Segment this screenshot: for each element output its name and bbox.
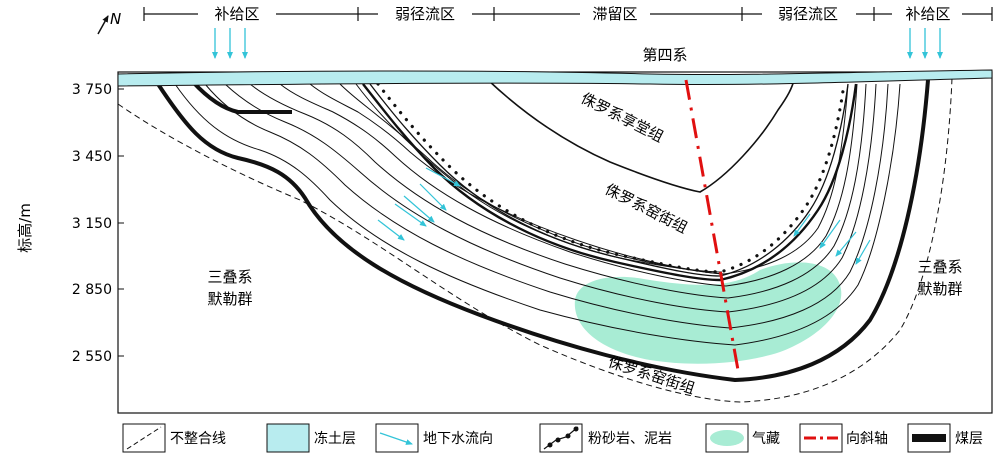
north-arrow: N (97, 10, 121, 35)
legend: 不整合线 冻土层 地下水流向 粉砂岩、泥岩 气藏 向斜轴 煤层 (122, 423, 983, 453)
triassic-right-label-2: 默勒群 (917, 280, 962, 298)
y-axis: 3 750 3 450 3 150 2 850 2 550 标高/m (16, 82, 124, 365)
zone-label-recharge-left: 补给区 (214, 5, 259, 23)
legend-unconformity-label: 不整合线 (170, 431, 226, 447)
triassic-left-label-1: 三叠系 (207, 268, 252, 286)
y-tick-label: 3 750 (72, 82, 112, 98)
strata-lines (174, 83, 901, 346)
gas-reservoir (574, 262, 842, 364)
plot-frame (117, 71, 993, 414)
zone-bar: 补给区 弱径流区 滞留区 弱径流区 补给区 (143, 5, 993, 25)
legend-syncline-label: 向斜轴 (846, 431, 888, 447)
y-tick-label: 2 850 (72, 282, 112, 298)
north-label: N (110, 10, 121, 28)
triassic-left-label-2: 默勒群 (207, 290, 252, 308)
triassic-right-label-1: 三叠系 (917, 258, 962, 276)
coal-seam-outer (156, 79, 930, 383)
zone-label-recharge-right: 补给区 (905, 5, 950, 23)
zone-label-weak-runoff-right: 弱径流区 (778, 5, 838, 23)
legend-flow-label: 地下水流向 (423, 431, 493, 447)
y-tick-label: 2 550 (72, 349, 112, 365)
siltstone-mudstone-dots (376, 82, 846, 274)
yaojie-upper-label: 侏罗系窑街组 (602, 180, 690, 237)
syncline-axis (684, 79, 740, 371)
y-axis-label: 标高/m (16, 203, 34, 253)
legend-permafrost-swatch (266, 423, 310, 453)
quaternary-label: 第四系 (642, 46, 687, 64)
recharge-arrows (212, 28, 943, 59)
y-tick-label: 3 150 (72, 216, 112, 232)
legend-coal-label: 煤层 (955, 431, 983, 447)
legend-gas-label: 气藏 (752, 431, 780, 447)
coal-seam-inner (191, 80, 292, 114)
zone-label-weak-runoff-left: 弱径流区 (395, 5, 455, 23)
legend-flow-swatch (375, 423, 419, 453)
yaojie-base-line (362, 83, 858, 282)
groundwater-flow-arrows (377, 167, 871, 265)
permafrost-layer (117, 69, 993, 87)
legend-permafrost-label: 冻土层 (314, 430, 356, 447)
legend-siltstone-label: 粉砂岩、泥岩 (588, 431, 672, 447)
xiangtang-label: 侏罗系享堂组 (578, 89, 666, 146)
y-tick-label: 3 450 (72, 149, 112, 165)
zone-label-stagnant: 滞留区 (592, 5, 637, 23)
xiangtang-base-line (487, 79, 795, 193)
siltstone-mudstone-line (369, 83, 849, 277)
unconformity-line (117, 77, 953, 403)
